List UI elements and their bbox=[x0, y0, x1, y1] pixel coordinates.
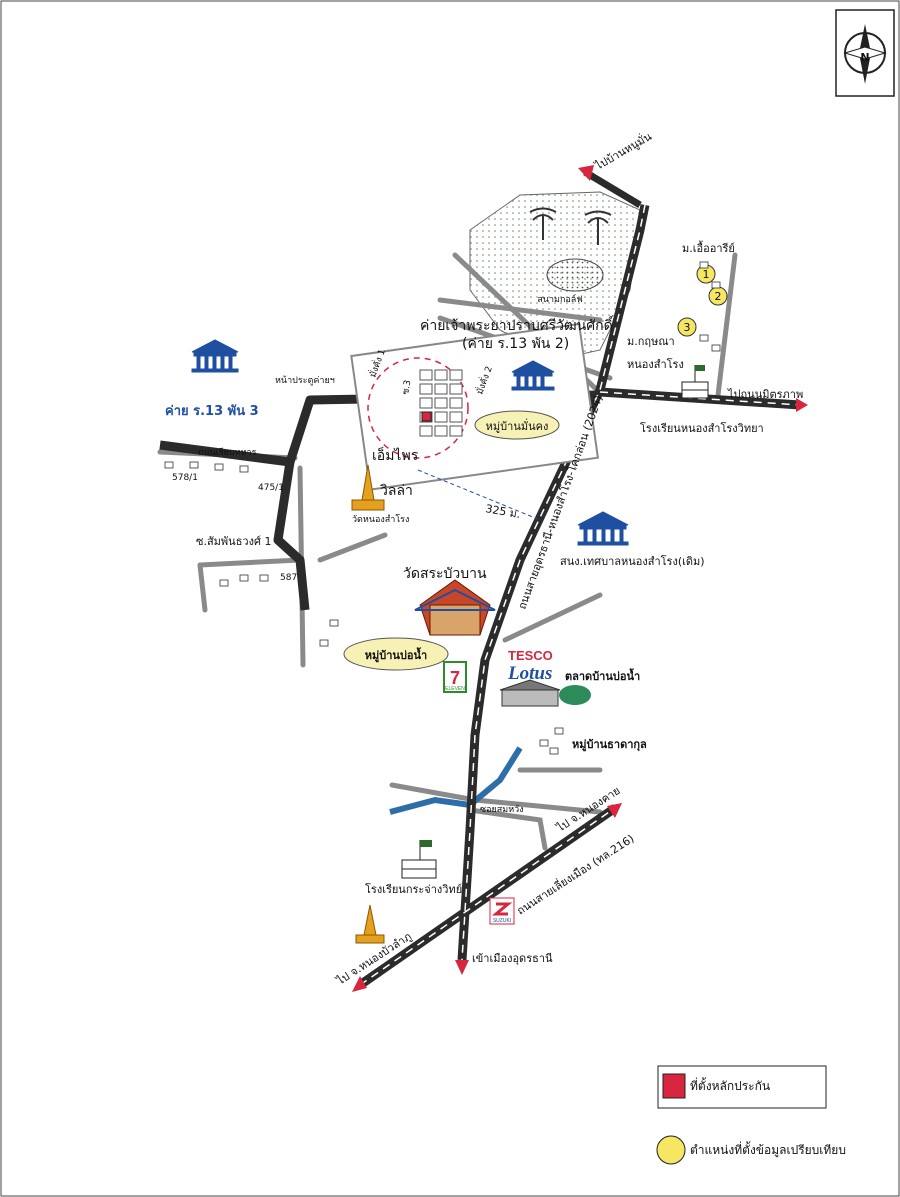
m-ua-aree-label: ม.เอื้ออารีย์ bbox=[682, 240, 735, 255]
legend-comparable-label: ตำแหน่งที่ตั้งข้อมูลเปรียบเทียบ bbox=[690, 1141, 846, 1158]
moo-ban-mankhong-label: หมู่บ้านมั่นคง bbox=[486, 418, 549, 433]
wat-sra-bua-ban-label: วัดสระบัวบาน bbox=[403, 566, 487, 582]
to-nong-khai-arrow-icon bbox=[607, 803, 622, 818]
bypass-road-label: ถนนสายเลี่ยงเมือง (ทล.216) bbox=[513, 830, 636, 917]
emphai-label: เอ็มไพร bbox=[372, 446, 419, 464]
golf-course-label: สนามกอล์ฟ bbox=[537, 293, 582, 305]
tree-icon bbox=[559, 685, 591, 705]
nong-sam-rong-label: หนองสำโรง bbox=[627, 357, 684, 371]
marker-1-label: 1 bbox=[703, 268, 710, 281]
seven-label: 7 bbox=[450, 668, 460, 688]
comparable-marker: 3 bbox=[677, 317, 697, 337]
legend: ที่ตั้งหลักประกัน ตำแหน่งที่ตั้งข้อมูลเป… bbox=[656, 1065, 846, 1165]
temple-icon bbox=[414, 579, 496, 636]
to-udon-city-arrow-icon bbox=[455, 960, 469, 975]
distance-line bbox=[417, 469, 541, 521]
house-icon-cluster bbox=[164, 261, 721, 755]
legend-collateral-swatch bbox=[662, 1073, 686, 1099]
road-3-label: ถนนเรียบทหาร bbox=[198, 447, 257, 458]
temple-stupa-icon bbox=[355, 904, 385, 944]
m-578-label: 578/1 bbox=[172, 473, 198, 483]
tesco-lotus-logo: TESCO Lotus bbox=[507, 648, 553, 684]
road-label-soi-3: ซ.3 bbox=[401, 379, 413, 395]
government-building-icon bbox=[577, 511, 629, 546]
to-udon-city-label: เข้าเมืองอุดรธานี bbox=[472, 952, 553, 965]
market-building-icon bbox=[499, 679, 561, 707]
villa-label: วิลล่า bbox=[380, 483, 413, 499]
camp-13-2-label: (ค่าย ร.13 พัน 2) bbox=[462, 336, 569, 352]
m-krisna-label: ม.กฤษณา bbox=[627, 335, 675, 348]
suzuki-logo: SUZUKI bbox=[489, 897, 515, 925]
seven-eleven-icon: 7 ELEVEN bbox=[443, 661, 467, 693]
marker-2-label: 2 bbox=[715, 290, 722, 303]
legend-comparable-swatch bbox=[656, 1135, 686, 1165]
legend-collateral-label: ที่ตั้งหลักประกัน bbox=[690, 1077, 770, 1093]
to-nong-bua-lamphu-arrow-icon bbox=[352, 976, 367, 992]
market-label: ตลาดบ้านบ่อน้ำ bbox=[565, 668, 640, 683]
m-475-label: 475/1 bbox=[258, 483, 284, 493]
to-mitraphap-label: ไปถนนมิตรภาพ bbox=[727, 388, 803, 401]
collateral-marker bbox=[421, 411, 432, 422]
temple-stupa-icon bbox=[351, 464, 385, 511]
soi-samphan-label: ซ.สัมพันธวงศ์ 1 bbox=[196, 535, 271, 548]
moo-ban-bo-nam-badge: หมู่บ้านบ่อน้ำ bbox=[343, 637, 449, 671]
north-label: N bbox=[860, 51, 869, 64]
school-kraja-label: โรงเรียนกระจ่างวิทย์ bbox=[365, 882, 462, 896]
school-nsr-witthaya-label: โรงเรียนหนองสำโรงวิทยา bbox=[640, 421, 764, 435]
government-building-icon bbox=[191, 339, 239, 373]
camp-13-3-label: ค่าย ร.13 พัน 3 bbox=[165, 404, 259, 419]
north-arrow-icon: N bbox=[835, 9, 895, 97]
lotus-label: Lotus bbox=[507, 663, 552, 684]
palm-tree-icon bbox=[584, 210, 612, 245]
school-building-icon bbox=[401, 840, 437, 879]
m-587-label: 587 bbox=[280, 573, 297, 583]
government-building-icon bbox=[511, 360, 555, 391]
marker-3-label: 3 bbox=[684, 321, 691, 334]
camp-front-label: หน้าประตูค่ายฯ bbox=[275, 375, 335, 386]
eleven-label: ELEVEN bbox=[445, 686, 465, 692]
suzuki-label: SUZUKI bbox=[493, 918, 511, 924]
moo-ban-thakul-label: หมู่บ้านธาดากุล bbox=[572, 738, 647, 752]
wat-nong-sam-rong-label: วัดหนองสำโรง bbox=[352, 514, 409, 525]
to-mitraphap-arrow-icon bbox=[796, 398, 808, 412]
moo-ban-mankhong-badge: หมู่บ้านมั่นคง bbox=[474, 410, 560, 440]
camp-prajak-label: ค่ายเจ้าพระยาปราบศรีวัฒนศักดิ์ bbox=[420, 315, 615, 334]
moo-ban-bo-nam-label: หมู่บ้านบ่อน้ำ bbox=[365, 647, 427, 663]
distance-label: 325 ม. bbox=[484, 502, 521, 521]
tesco-label: TESCO bbox=[508, 648, 553, 663]
comparable-marker: 2 bbox=[708, 286, 728, 306]
to-ban-nong-mun-label: ไปบ้านหนูมั่น bbox=[591, 128, 654, 173]
soi-somwang-label: ซอยสมหวัง bbox=[480, 805, 524, 815]
municipality-label: สนง.เทศบาลหนองสำโรง(เดิม) bbox=[560, 554, 705, 568]
to-ban-nong-mun-arrow-icon bbox=[578, 165, 642, 209]
palm-tree-icon bbox=[529, 207, 557, 240]
school-building-icon bbox=[681, 365, 709, 399]
